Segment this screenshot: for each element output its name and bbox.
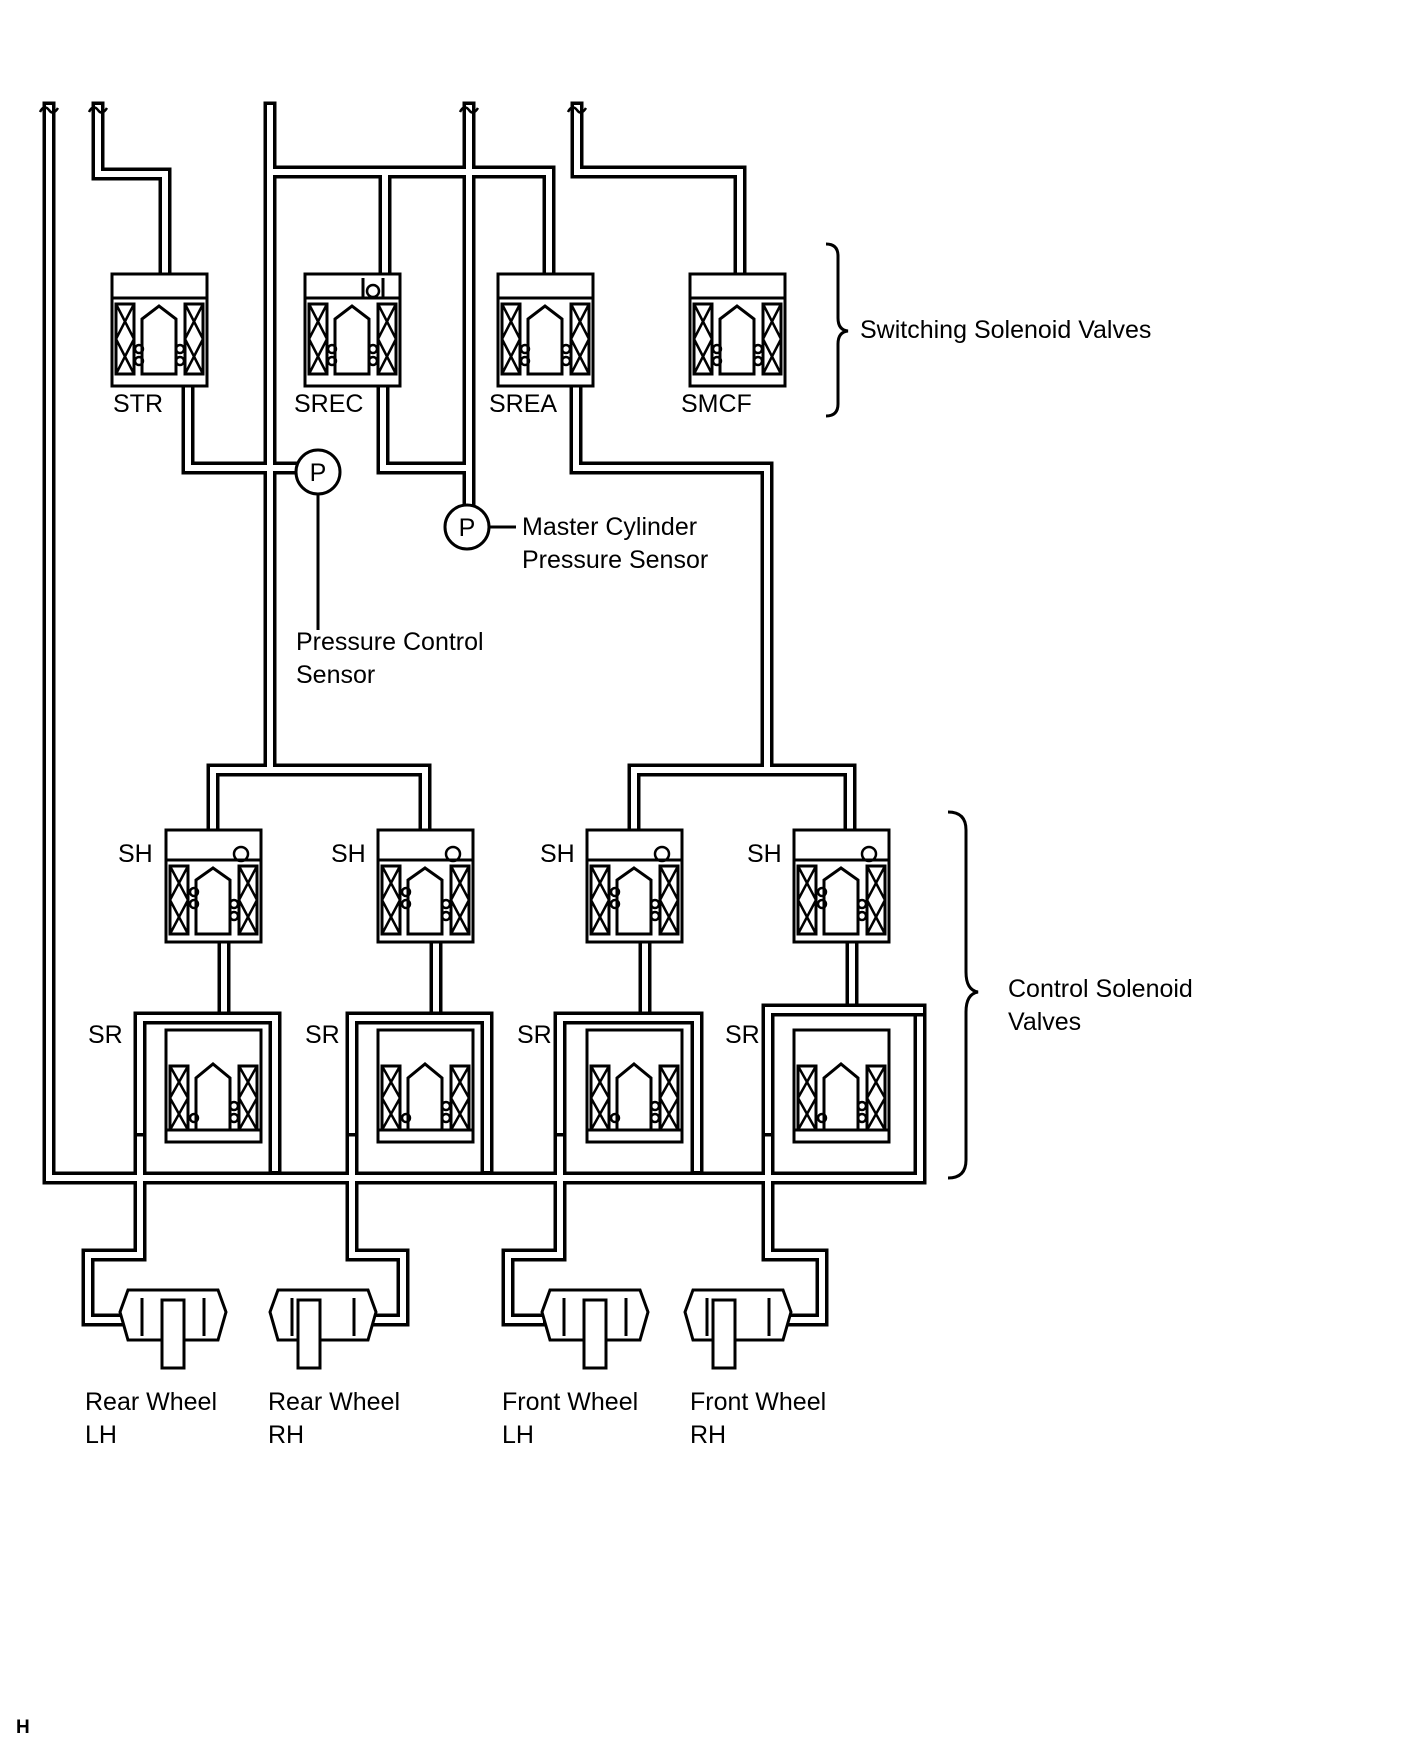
sr-label: SR: [517, 1021, 552, 1049]
valve-label-smcf: SMCF: [681, 390, 752, 418]
wheel-rear-rh: [268, 1288, 378, 1370]
sr-label: SR: [305, 1021, 340, 1049]
valve-label-str: STR: [113, 390, 163, 418]
valve-srea: [496, 272, 595, 388]
valve-smcf: [688, 272, 787, 388]
valve-sh: [792, 828, 891, 944]
master-sensor-label-2: Pressure Sensor: [522, 546, 708, 574]
labels: STR SREC SREA SMCF Switching Solenoid Va…: [16, 316, 1193, 1738]
valve-sh: [164, 828, 263, 944]
valve-sh: [585, 828, 684, 944]
pressure-control-sensor: P: [294, 448, 342, 630]
valve-sr: [585, 1028, 684, 1144]
wheel-rear-lh: [118, 1288, 228, 1370]
wheel-label-3-side: LH: [502, 1421, 534, 1449]
hydraulic-lines: [38, 101, 927, 1327]
master-sensor-label-1: Master Cylinder: [522, 513, 697, 541]
valve-sr: [164, 1028, 263, 1144]
valve-sr: [376, 1028, 475, 1144]
control-group-label-1: Control Solenoid: [1008, 975, 1193, 1003]
switching-valves: [110, 272, 787, 388]
wheel-label-2-side: RH: [268, 1421, 304, 1449]
valve-srec: [303, 272, 402, 388]
sh-label: SH: [118, 840, 153, 868]
valve-label-srec: SREC: [294, 390, 363, 418]
switching-group-label: Switching Solenoid Valves: [860, 316, 1151, 344]
sensor-symbol: P: [310, 459, 327, 487]
wheel-label-1: Rear Wheel: [85, 1388, 217, 1416]
wheel-label-4-side: RH: [690, 1421, 726, 1449]
wheel-front-rh: [683, 1288, 793, 1370]
pressure-sensor-label-2: Sensor: [296, 661, 375, 689]
sh-label: SH: [540, 840, 575, 868]
wheel-label-4: Front Wheel: [690, 1388, 826, 1416]
corner-mark: H: [16, 1717, 30, 1738]
wheel-label-3: Front Wheel: [502, 1388, 638, 1416]
wheel-front-lh: [540, 1288, 650, 1370]
switching-brace: [825, 242, 849, 418]
sh-label: SH: [331, 840, 366, 868]
sr-label: SR: [725, 1021, 760, 1049]
sr-label: SR: [88, 1021, 123, 1049]
control-valves: [133, 828, 927, 1175]
master-cylinder-pressure-sensor: P: [443, 503, 516, 551]
wheel-label-1-side: LH: [85, 1421, 117, 1449]
control-brace: [947, 810, 979, 1180]
valve-label-srea: SREA: [489, 390, 557, 418]
valve-sr: [792, 1028, 891, 1144]
wheel-label-2: Rear Wheel: [268, 1388, 400, 1416]
control-group-label-2: Valves: [1008, 1008, 1081, 1036]
valve-sh: [376, 828, 475, 944]
sensor-symbol: P: [459, 514, 476, 542]
pressure-sensor-label-1: Pressure Control: [296, 628, 484, 656]
sh-label: SH: [747, 840, 782, 868]
valve-str: [110, 272, 209, 388]
wheel-cylinders: [118, 1288, 793, 1370]
